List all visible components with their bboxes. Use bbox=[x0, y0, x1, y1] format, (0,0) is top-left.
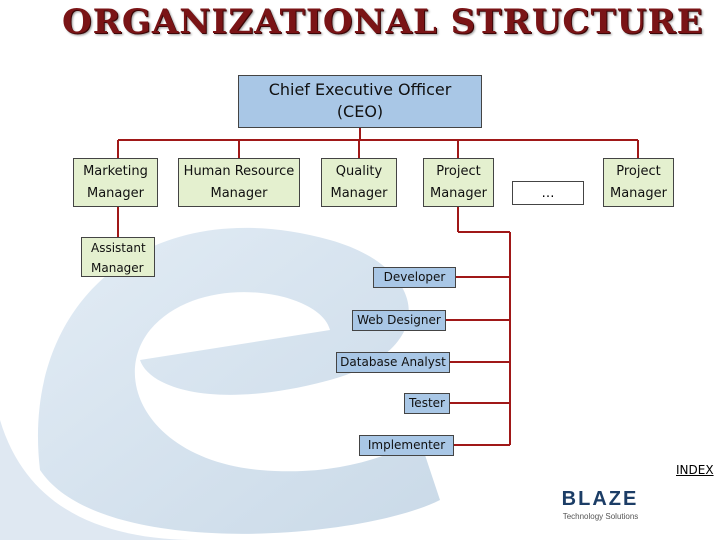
ceo-title: Chief Executive Officer bbox=[268, 80, 452, 99]
ceo-node: Chief Executive Officer (CEO) bbox=[238, 75, 482, 128]
node-line2: Manager bbox=[210, 186, 268, 201]
marketing-manager-node: Marketing Manager bbox=[73, 158, 158, 207]
node-line1: Assistant bbox=[91, 241, 146, 255]
node-line2: Manager bbox=[430, 186, 487, 201]
role-database-analyst: Database Analyst bbox=[336, 352, 450, 373]
node-line1: Quality bbox=[335, 164, 383, 179]
blaze-tagline: Technology Solutions bbox=[562, 512, 639, 521]
ceo-abbrev: (CEO) bbox=[336, 102, 384, 121]
index-link[interactable]: INDEX bbox=[676, 463, 714, 477]
assistant-manager-node: Assistant Manager bbox=[81, 237, 155, 277]
node-line2: Manager bbox=[87, 186, 144, 201]
project-manager-node-1: Project Manager bbox=[423, 158, 494, 207]
node-line2: Manager bbox=[330, 186, 388, 201]
role-web-designer: Web Designer bbox=[352, 310, 446, 331]
node-line2: Manager bbox=[610, 186, 667, 201]
role-developer: Developer bbox=[373, 267, 456, 288]
node-line1: Marketing bbox=[83, 164, 148, 179]
role-implementer: Implementer bbox=[359, 435, 454, 456]
node-line1: Project bbox=[436, 164, 481, 179]
role-tester: Tester bbox=[404, 393, 450, 414]
quality-manager-node: Quality Manager bbox=[321, 158, 397, 207]
node-line2: Manager bbox=[91, 261, 144, 275]
project-manager-node-2: Project Manager bbox=[603, 158, 674, 207]
node-line1: Project bbox=[616, 164, 661, 179]
node-line1: Human Resource bbox=[183, 164, 295, 179]
hr-manager-node: Human Resource Manager bbox=[178, 158, 300, 207]
blaze-logo: BLAZE bbox=[561, 488, 639, 510]
page-title: ORGANIZATIONAL STRUCTURE bbox=[62, 2, 704, 42]
more-managers-ellipsis: … bbox=[512, 181, 584, 205]
